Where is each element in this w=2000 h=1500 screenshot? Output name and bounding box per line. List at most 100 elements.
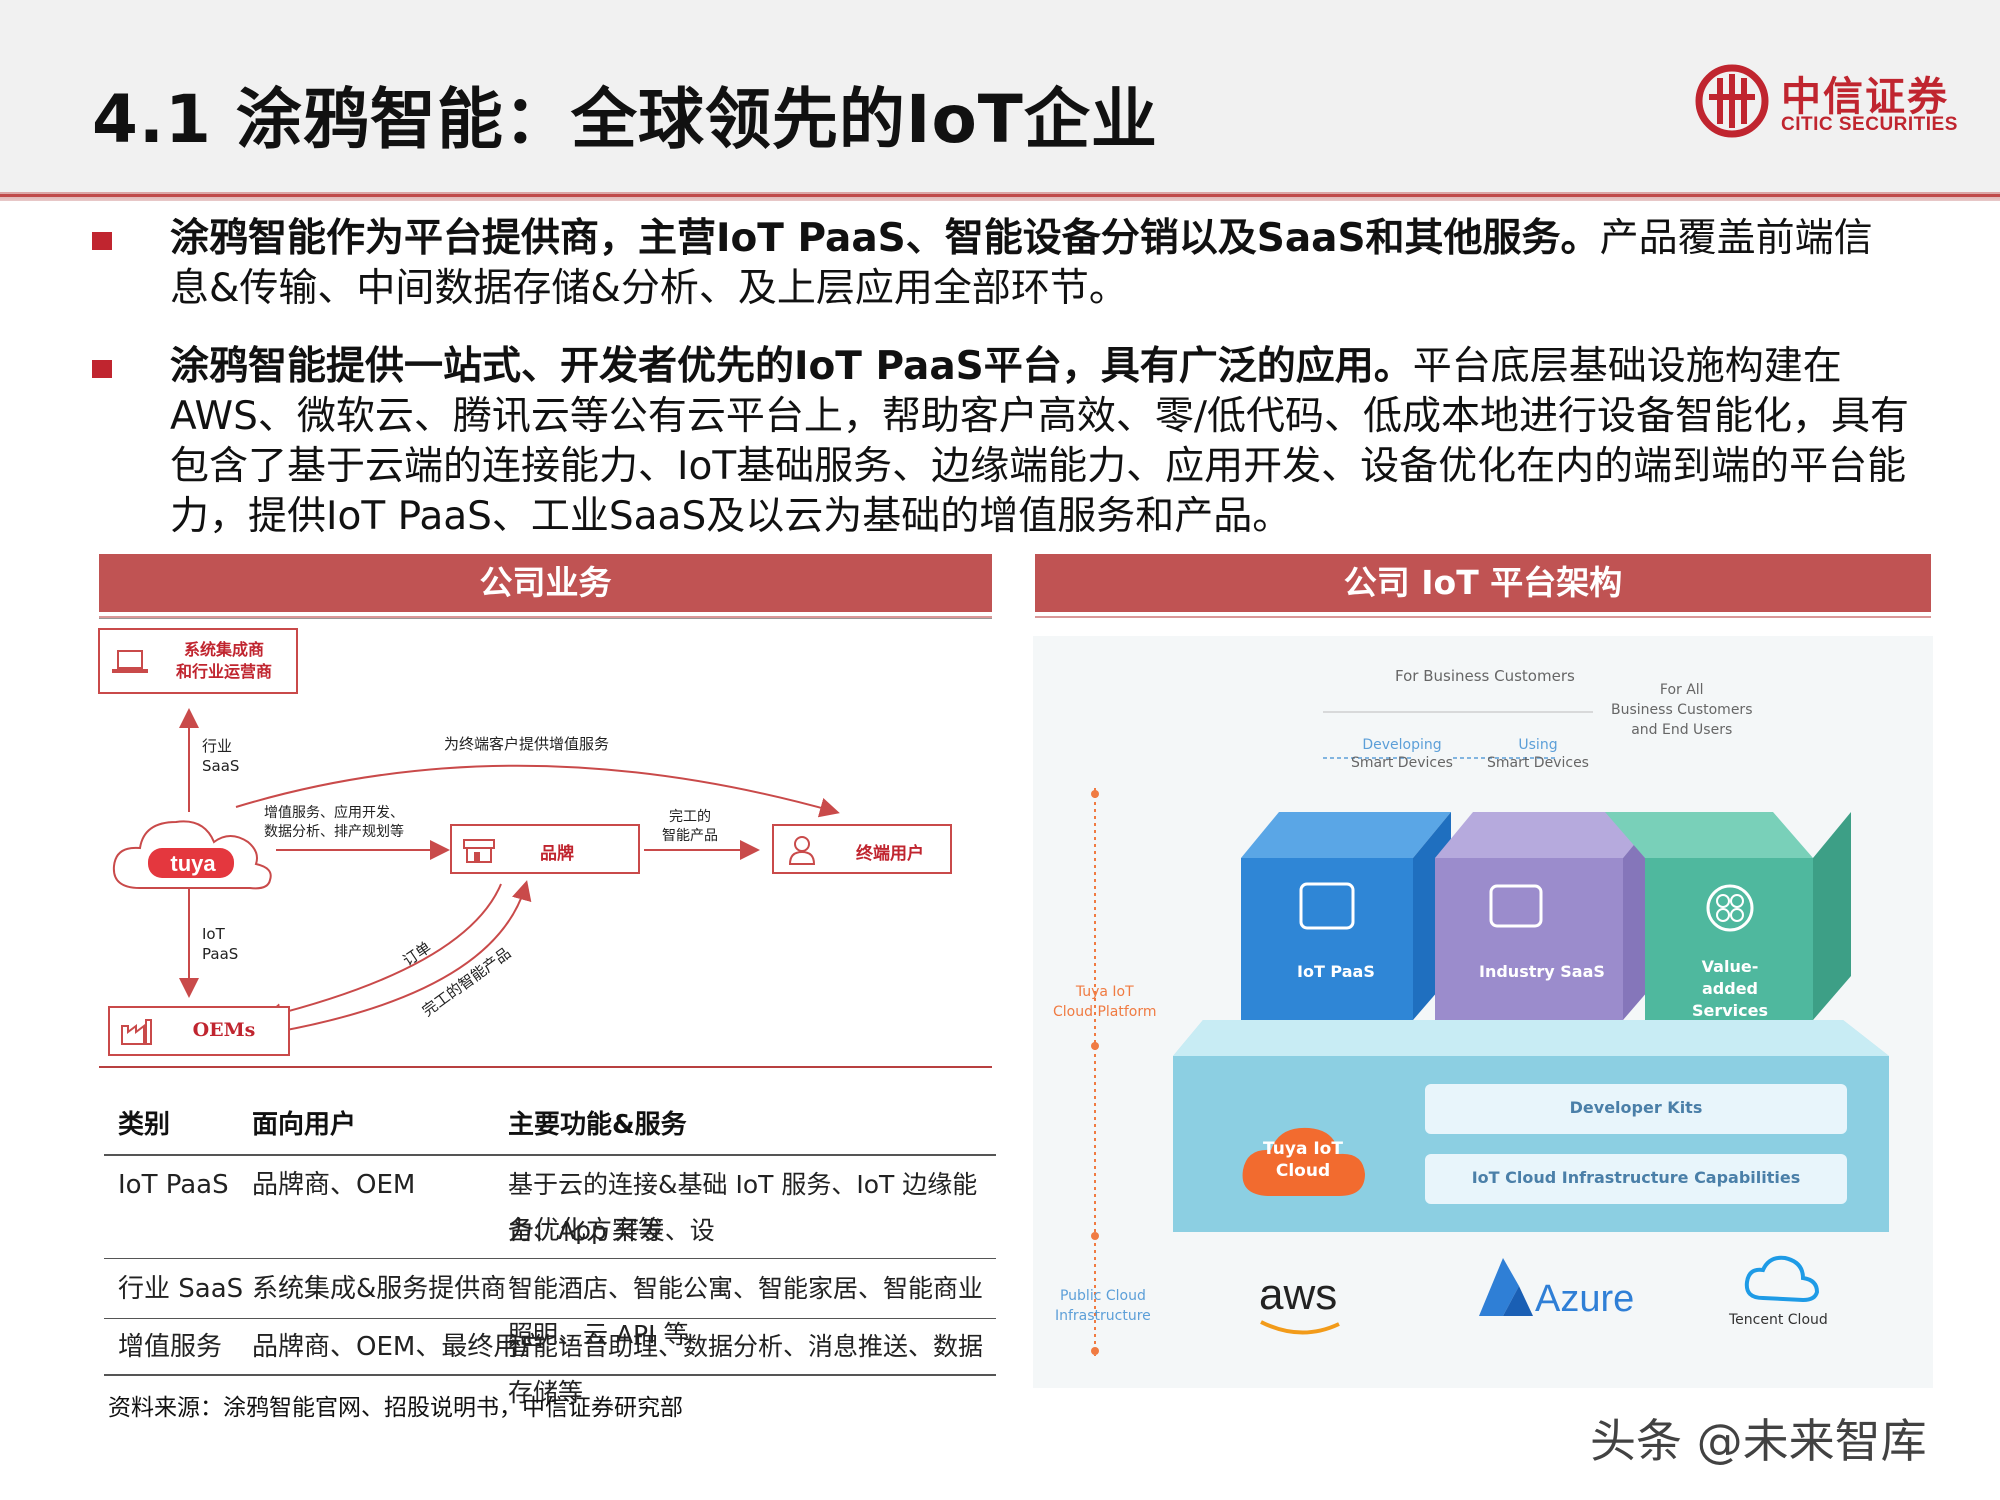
finished-label: 完工的 智能产品: [662, 808, 718, 846]
bullet-1-text: 产品覆盖前端信息&传输、中间数据存储&分析、及上层应用全部环节。: [170, 216, 1873, 311]
factory-icon: [121, 1019, 152, 1045]
bullet-marker: [92, 232, 112, 250]
table-header-category: 类别: [118, 1110, 171, 1140]
using-line-1: Using: [1518, 737, 1558, 753]
right-panel-title: 公司 IoT 平台架构: [1035, 554, 1931, 618]
for-all-line-3: and End Users: [1631, 722, 1733, 738]
tuya-logo-text: tuya: [170, 851, 216, 876]
table-header-services: 主要功能&服务: [508, 1110, 687, 1140]
integrator-box: 系统集成商 和行业运营商: [98, 628, 298, 694]
public-cloud-label: Public Cloud Infrastructure: [1055, 1286, 1151, 1326]
azure-logo-text: Azure: [1535, 1278, 1635, 1320]
platform-line-1: Tuya IoT: [1075, 984, 1134, 1000]
table-cell-category: 增值服务: [118, 1332, 223, 1362]
business-diagram: 系统集成商 和行业运营商 行业 SaaS 为终端客户提供增值服务 增值服务、应用…: [96, 622, 996, 1072]
business-diagram-lines: [179, 708, 840, 1033]
using-line-2: Smart Devices: [1487, 755, 1589, 771]
integrator-line-2: 和行业运营商: [175, 662, 272, 681]
source-note: 资料来源：涂鸦智能官网、招股说明书，中信证券研究部: [108, 1395, 683, 1421]
left-panel-title: 公司业务: [99, 554, 992, 618]
public-cloud-line-2: Infrastructure: [1055, 1308, 1151, 1324]
iot-paas-cube-label: IoT PaaS: [1297, 962, 1375, 981]
watermark: 头条 @未来智库: [1590, 1414, 1927, 1468]
for-business-label: For Business Customers: [1395, 667, 1575, 685]
public-cloud-line-1: Public Cloud: [1059, 1288, 1146, 1304]
brand-label: 品牌: [540, 844, 574, 864]
tuya-cloud-line-2: Cloud: [1275, 1161, 1331, 1181]
diagram-bottom-rule: [99, 1066, 992, 1068]
integrator-line-1: 系统集成商: [183, 640, 264, 659]
oems-label: OEMs: [192, 1019, 256, 1041]
end-user-box: 终端用户: [772, 824, 952, 874]
tencent-logo-text: Tencent Cloud: [1729, 1312, 1828, 1328]
header-divider-accent: [0, 194, 2000, 197]
user-icon: [788, 836, 816, 865]
store-icon: [463, 839, 495, 863]
table-cell-services: 智能语音助理、数据分析、消息推送、数据存储等: [508, 1332, 984, 1407]
developing-label: Developing Smart Devices: [1351, 736, 1453, 772]
platform-label: Tuya IoT Cloud Platform: [1053, 982, 1156, 1022]
value-added-label: 为终端客户提供增值服务: [444, 735, 610, 753]
architecture-graphic: [1091, 711, 1889, 1356]
logo-cn-text: 中信证券: [1781, 73, 1949, 120]
table-cell-services: 智能酒店、智能公寓、智能家居、智能商业照明、云 API 等: [508, 1274, 984, 1349]
table-header-users: 面向用户: [252, 1110, 357, 1140]
table-cell-category: 行业 SaaS: [118, 1274, 244, 1304]
table-cell-users: 系统集成&服务提供商: [252, 1274, 507, 1304]
citic-logo: 中信证券 CITIC SECURITIES: [1695, 62, 1965, 142]
services-label: 增值服务、应用开发、 数据分析、排产规划等: [264, 804, 404, 842]
bullet-marker: [92, 360, 112, 378]
tuya-cloud-label: Tuya IoT Cloud: [1261, 1138, 1345, 1182]
industry-saas-cube-label: Industry SaaS: [1479, 962, 1605, 981]
table-cell-users: 品牌商、OEM: [252, 1170, 416, 1200]
table-cell-users: 品牌商、OEM、最终用户: [252, 1332, 546, 1362]
table-rule: [104, 1154, 996, 1156]
industry-saas-line-1: 行业: [202, 737, 233, 755]
bullet-2-bold: 涂鸦智能提供一站式、开发者优先的IoT PaaS平台，具有广泛的应用。: [170, 344, 1413, 389]
iot-architecture: For Business Customers For All Business …: [1033, 636, 1933, 1388]
bullet-2-text: 平台底层基础设施构建在AWS、微软云、腾讯云等公有云平台上，帮助客户高效、零/低…: [170, 344, 1910, 539]
bullet-1-bold: 涂鸦智能作为平台提供商，主营IoT PaaS、智能设备分销以及SaaS和其他服务…: [170, 216, 1600, 261]
infrastructure-label: IoT Cloud Infrastructure Capabilities: [1471, 1168, 1801, 1187]
citic-logo-icon: [1695, 64, 1769, 138]
page-title: 4.1 涂鸦智能：全球领先的IoT企业: [92, 81, 1158, 158]
value-added-line-2: Services: [1691, 1001, 1769, 1020]
tuya-cloud-line-1: Tuya IoT: [1263, 1139, 1343, 1159]
value-added-line-1: Value-added: [1701, 957, 1759, 998]
end-user-label: 终端用户: [856, 844, 924, 864]
services-line-1: 增值服务、应用开发、: [264, 805, 404, 821]
table-rule: [104, 1258, 996, 1259]
using-label: Using Smart Devices: [1487, 736, 1589, 772]
table-cell-category: IoT PaaS: [118, 1170, 229, 1200]
iot-paas-line-2: PaaS: [202, 945, 239, 963]
laptop-icon: [112, 650, 148, 673]
logo-en-text: CITIC SECURITIES: [1781, 114, 1958, 135]
value-added-cube-label: Value-added Services: [1683, 956, 1777, 1022]
platform-line-2: Cloud Platform: [1053, 1004, 1157, 1020]
industry-saas-line-2: SaaS: [202, 757, 240, 775]
industry-saas-label: 行业 SaaS: [202, 736, 239, 776]
aws-logo-text: aws: [1259, 1270, 1338, 1319]
for-all-line-2: Business Customers: [1611, 702, 1753, 718]
developing-line-1: Developing: [1362, 737, 1442, 753]
iot-paas-line-1: IoT: [202, 925, 225, 943]
bullet-paragraph-2: 涂鸦智能提供一站式、开发者优先的IoT PaaS平台，具有广泛的应用。平台底层基…: [170, 342, 1910, 542]
finished-line-2: 智能产品: [662, 828, 718, 844]
developer-kits-label: Developer Kits: [1569, 1098, 1703, 1117]
table-cell-services-cont: 备优化方案等: [508, 1216, 665, 1246]
for-all-line-1: For All: [1659, 682, 1704, 698]
services-line-2: 数据分析、排产规划等: [264, 824, 404, 840]
table-rule: [104, 1374, 996, 1376]
table-cell-services: 基于云的连接&基础 IoT 服务、IoT 边缘能力、App 开发、设: [508, 1170, 978, 1245]
finished-line-1: 完工的: [669, 809, 711, 825]
for-all-label: For All Business Customers and End Users: [1611, 680, 1752, 740]
table-rule: [104, 1318, 996, 1319]
developing-line-2: Smart Devices: [1351, 755, 1453, 771]
header: [0, 0, 2000, 192]
tuya-cloud-icon: [112, 820, 272, 890]
diagram-top-rule: [99, 618, 992, 619]
bullet-paragraph-1: 涂鸦智能作为平台提供商，主营IoT PaaS、智能设备分销以及SaaS和其他服务…: [170, 214, 1910, 314]
brand-box: 品牌: [450, 824, 640, 874]
iot-paas-label: IoT PaaS: [202, 924, 238, 964]
oems-box: OEMs: [108, 1006, 290, 1056]
